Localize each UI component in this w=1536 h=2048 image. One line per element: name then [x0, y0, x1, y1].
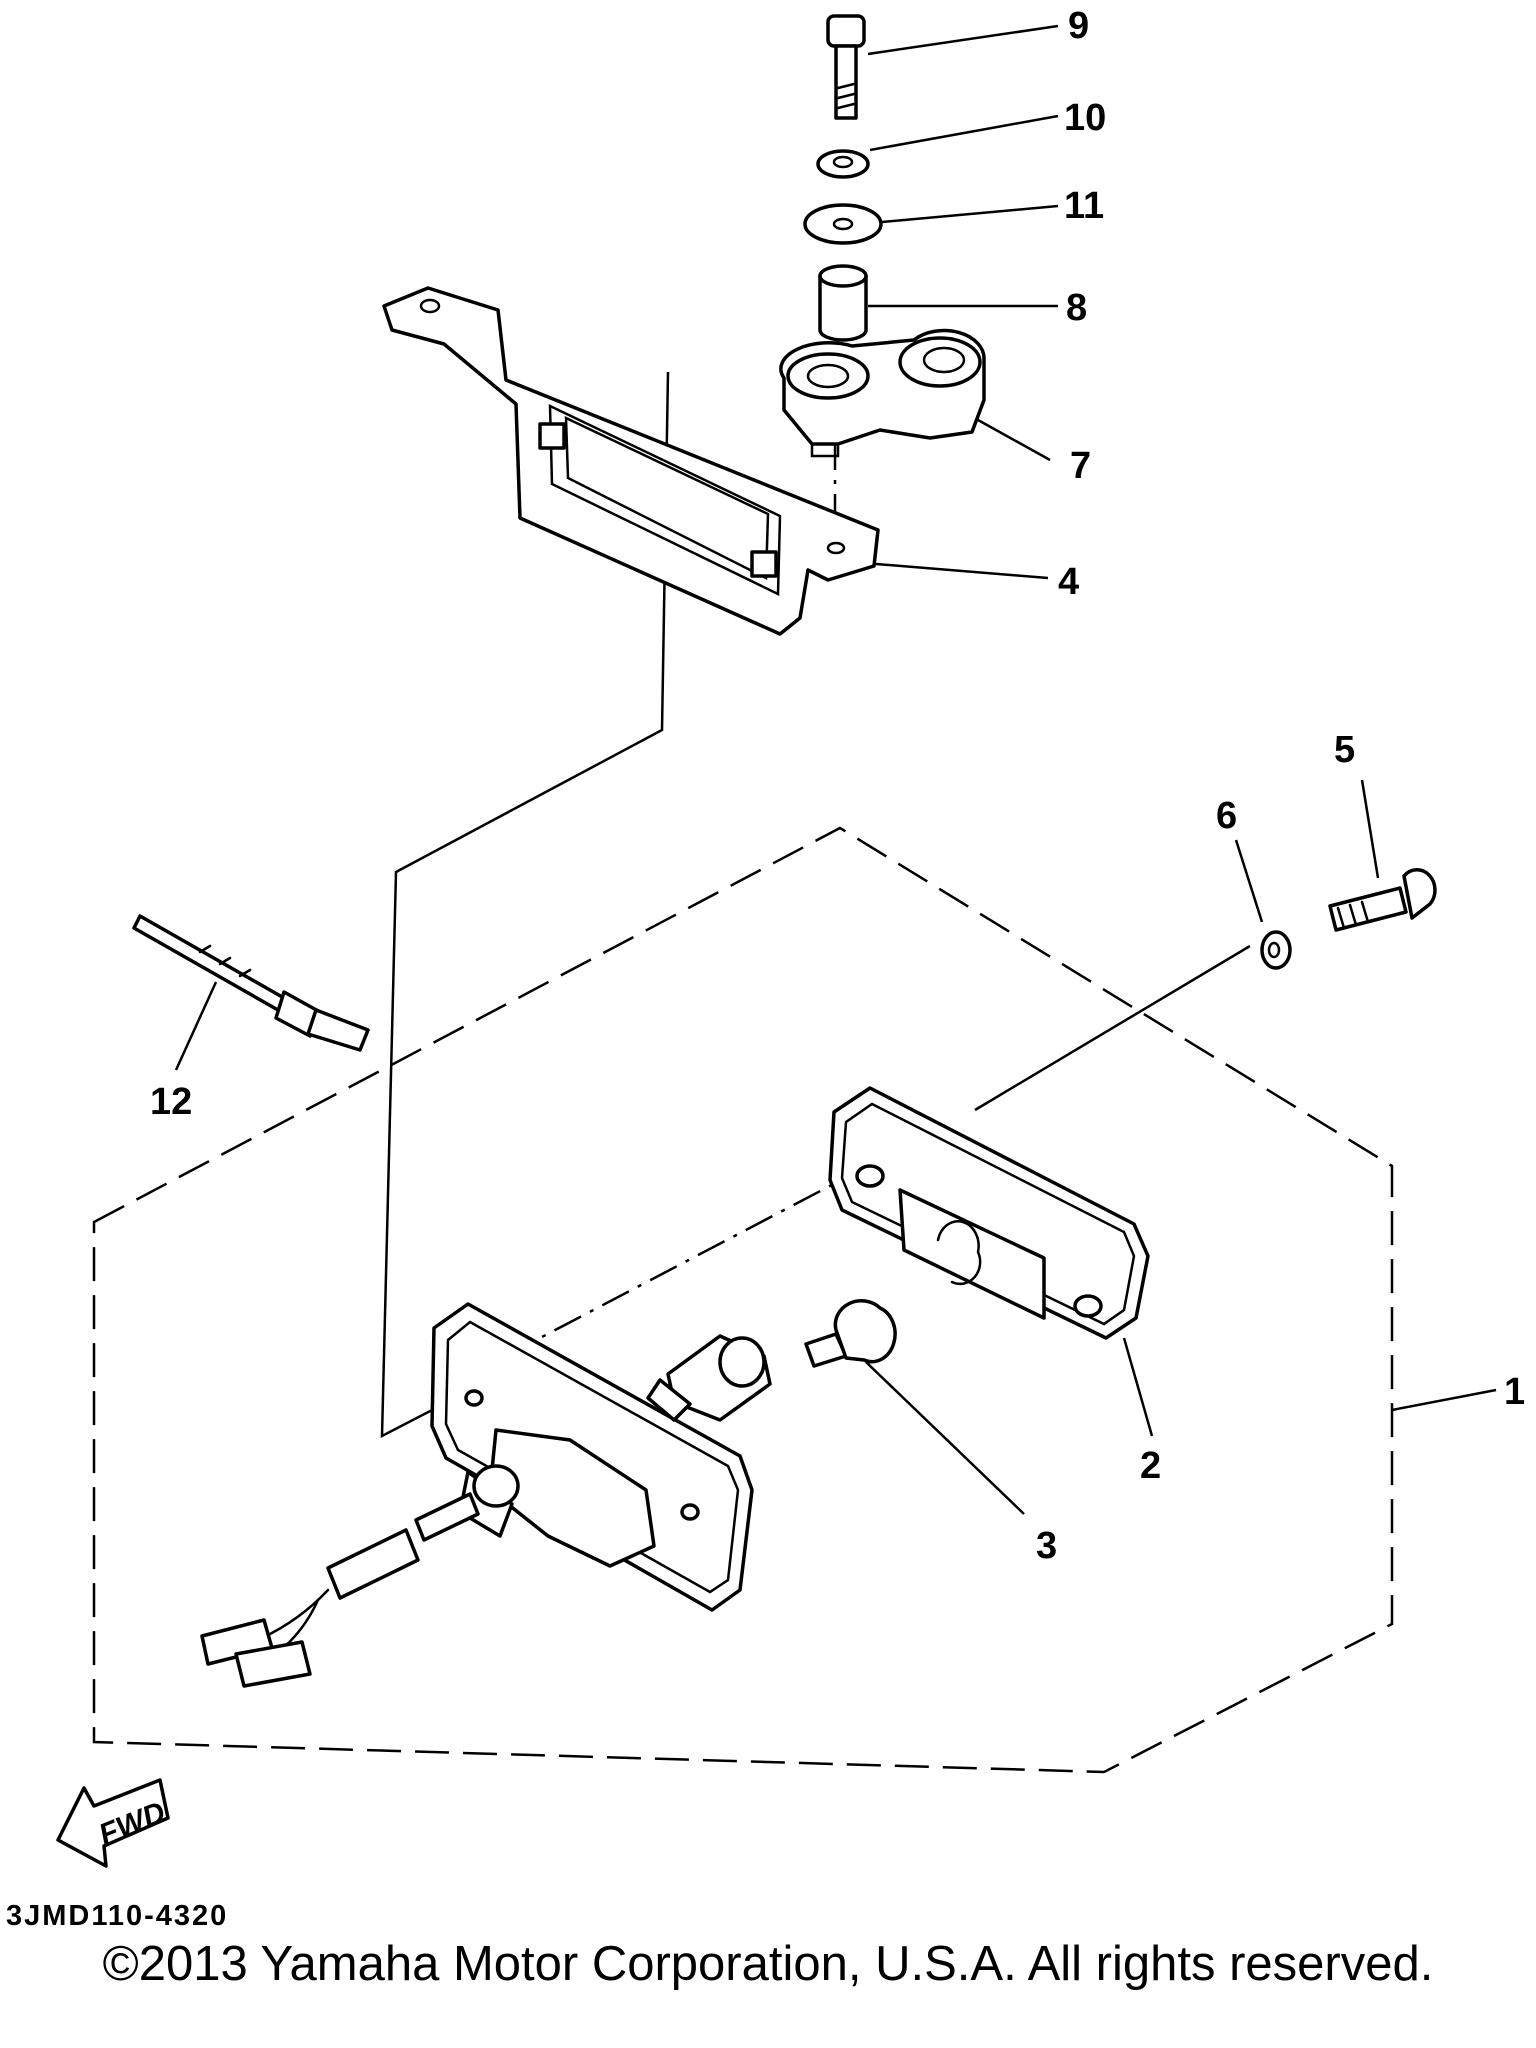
bulb-part-3 — [804, 1298, 897, 1368]
bracket-part-4 — [382, 286, 880, 636]
leader-4 — [875, 562, 1049, 580]
callout-8: 8 — [1066, 287, 1087, 329]
collar-part-8 — [818, 264, 868, 342]
leader-2 — [1122, 1337, 1154, 1437]
screw-part-5 — [1328, 868, 1437, 932]
copyright-notice: ©2013 Yamaha Motor Corporation, U.S.A. A… — [102, 1937, 1434, 1991]
drawing-code: 3JMD110-4320 — [6, 1900, 229, 1932]
callout-9: 9 — [1068, 5, 1089, 47]
callout-1: 1 — [1504, 1371, 1525, 1413]
lens-to-base-line — [539, 1164, 869, 1340]
leader-6 — [1234, 839, 1264, 923]
lens-part-2 — [828, 1086, 1150, 1340]
callout-4: 4 — [1058, 561, 1079, 603]
callout-2: 2 — [1140, 1445, 1161, 1487]
lamp-base-assembly — [200, 1302, 772, 1688]
leader-11 — [881, 204, 1059, 224]
bracket-to-lamp-line — [380, 371, 670, 1439]
assembly-boundary — [92, 826, 1394, 1774]
leader-1 — [1391, 1388, 1497, 1412]
fwd-arrow-icon: FWD — [56, 1778, 170, 1868]
washer-part-6 — [1260, 930, 1292, 970]
cable-tie-part-12 — [132, 914, 370, 1052]
leader-12 — [174, 981, 218, 1071]
leader-10 — [869, 114, 1059, 152]
screw-to-lens-line — [974, 944, 1251, 1112]
callout-10: 10 — [1064, 97, 1106, 139]
washer-part-11 — [803, 203, 883, 245]
leader-9 — [867, 24, 1059, 56]
leader-3 — [865, 1361, 1025, 1515]
callout-3: 3 — [1036, 1525, 1057, 1567]
leader-5 — [1360, 779, 1380, 879]
callout-12: 12 — [150, 1081, 192, 1123]
bolt-part-9 — [826, 14, 866, 120]
lock-washer-part-10 — [816, 149, 870, 179]
callout-11: 11 — [1064, 185, 1104, 227]
leader-7 — [977, 418, 1051, 462]
callout-7: 7 — [1070, 445, 1091, 487]
mounting-arm-part-7 — [779, 328, 986, 458]
callout-5: 5 — [1334, 729, 1355, 771]
callout-6: 6 — [1216, 795, 1237, 837]
